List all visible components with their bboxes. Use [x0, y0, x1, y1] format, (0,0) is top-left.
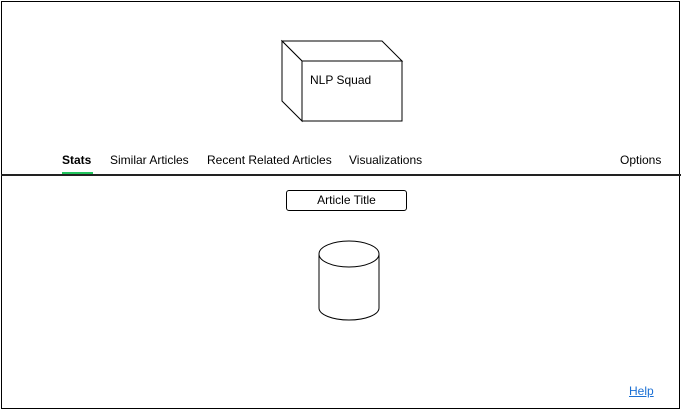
logo-cube-icon: [280, 39, 404, 123]
help-link[interactable]: Help: [629, 384, 654, 398]
database-icon: [318, 240, 380, 321]
tab-recent-related-articles[interactable]: Recent Related Articles: [207, 153, 332, 167]
tab-stats[interactable]: Stats: [62, 153, 92, 167]
article-title-box[interactable]: Article Title: [286, 190, 407, 211]
nav-divider: [1, 174, 681, 176]
tab-similar-articles[interactable]: Similar Articles: [110, 153, 189, 167]
nav-bar: Stats Similar Articles Recent Related Ar…: [0, 153, 682, 175]
tab-visualizations[interactable]: Visualizations: [349, 153, 423, 167]
options-menu[interactable]: Options: [620, 153, 662, 167]
logo-label: NLP Squad: [310, 73, 372, 87]
active-tab-indicator: [62, 172, 93, 174]
